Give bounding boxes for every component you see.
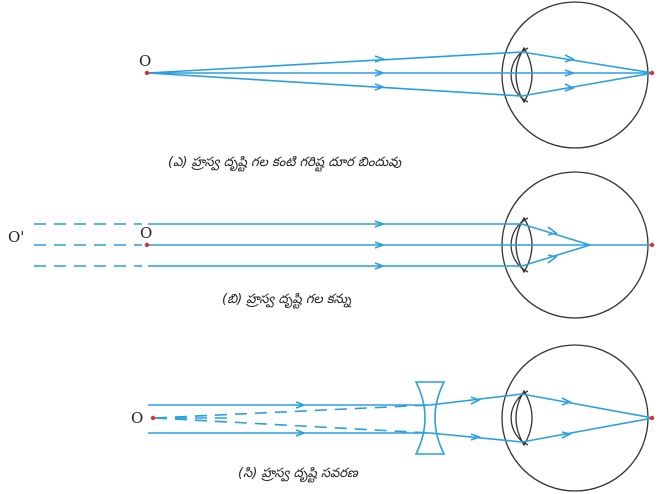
arrow-b-3 bbox=[374, 262, 386, 270]
object-label-a: O bbox=[139, 52, 151, 70]
arrow-a-5 bbox=[564, 69, 576, 77]
arrow-c-5 bbox=[561, 397, 572, 406]
arrow-a-1 bbox=[374, 55, 386, 63]
arrow-a-6 bbox=[564, 83, 575, 92]
caption-c: (సి) హ్రస్వ దృష్టి సవరణ bbox=[238, 466, 359, 483]
object-label-c: O bbox=[131, 409, 143, 427]
panel-c: O (సి) హ్రస్వ దృష్టి సవరణ bbox=[131, 344, 655, 492]
arrow-b-4 bbox=[547, 226, 558, 236]
arrow-b-5 bbox=[547, 254, 558, 264]
eye-lens-b bbox=[515, 216, 533, 274]
arrow-c-4 bbox=[470, 433, 482, 441]
arrow-b-1 bbox=[374, 220, 386, 228]
object-point-c bbox=[150, 415, 156, 421]
arrow-a-2 bbox=[374, 69, 386, 77]
caption-a: (ఎ) హ్రస్వ దృష్టి గల కంటి గరిష్ట దూర బిం… bbox=[168, 155, 402, 172]
arrow-a-3 bbox=[374, 83, 386, 91]
retina-point-b bbox=[649, 242, 655, 248]
ray-b-bot bbox=[148, 244, 591, 267]
arrow-c-3 bbox=[470, 396, 481, 405]
arrow-a-4 bbox=[564, 54, 575, 63]
arrow-c-6 bbox=[561, 431, 573, 439]
ray-a-top bbox=[147, 51, 654, 74]
arrow-c-1 bbox=[295, 401, 307, 409]
dash-c-bot bbox=[154, 417, 431, 434]
far-object-label-b: O' bbox=[8, 228, 24, 246]
ray-a-bot bbox=[147, 72, 654, 97]
retina-point-a bbox=[649, 70, 655, 76]
caption-b: (బి) హ్రస్వ దృష్టి గల కన్ను bbox=[222, 292, 352, 309]
panel-b: O' O (బి) హ్రస్వ దృష్టి గల కన్ను bbox=[8, 171, 655, 319]
ray-c-top-out bbox=[429, 393, 654, 419]
arrow-c-2 bbox=[295, 429, 307, 437]
eye-lens-c bbox=[515, 389, 533, 447]
panel-a: O (ఎ) హ్రస్వ దృష్టి గల కంటి గరిష్ట దూర బ… bbox=[139, 1, 655, 172]
retina-point-c bbox=[649, 415, 655, 421]
ray-c-bot-out bbox=[429, 417, 654, 443]
arrow-b-2 bbox=[374, 241, 386, 249]
object-point-a bbox=[144, 70, 150, 76]
ray-b-top bbox=[148, 223, 591, 246]
eyeball-c bbox=[501, 344, 649, 492]
eyeball-a bbox=[501, 1, 649, 149]
concave-lens bbox=[414, 381, 446, 455]
object-point-b bbox=[144, 242, 150, 248]
object-label-b: O bbox=[140, 224, 152, 242]
dash-c-top bbox=[154, 404, 431, 419]
eye-lens-a bbox=[515, 46, 533, 104]
